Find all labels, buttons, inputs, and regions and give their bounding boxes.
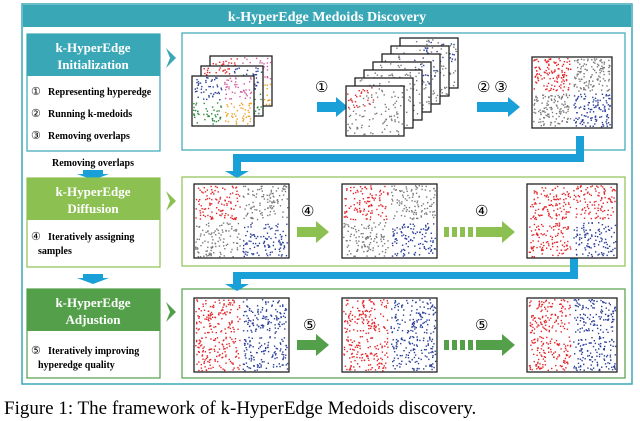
row2-arrow-a bbox=[297, 221, 329, 243]
stage2-title-line1: k-HyperEdge bbox=[55, 184, 130, 199]
outer-frame bbox=[21, 3, 633, 385]
stage1-step3-text: Removing overlaps bbox=[48, 131, 130, 142]
scatter-diffusion-2 bbox=[341, 183, 438, 259]
scatter-panels bbox=[191, 37, 618, 373]
row1-arrow-a bbox=[317, 97, 348, 117]
flow-arrow-1 bbox=[225, 136, 584, 178]
between-label-1: Removing overlaps bbox=[52, 158, 134, 169]
stage2-header bbox=[27, 178, 160, 220]
scatter-diffusion-3 bbox=[526, 183, 618, 259]
down-arrow-2 bbox=[77, 274, 109, 284]
stage3-content-panel bbox=[181, 288, 626, 379]
stage1-content-panel bbox=[181, 32, 626, 151]
down-arrow-1 bbox=[77, 170, 109, 180]
stage3-step1-text: Iteratively improving bbox=[48, 346, 139, 357]
scatter-stack-b-6 bbox=[345, 85, 405, 137]
scatter-adjust-3 bbox=[526, 297, 618, 373]
row2-arrow-b-label: ④ bbox=[475, 204, 488, 220]
stage3-step1-num: ⑤ bbox=[31, 345, 41, 357]
stage1-title-line1: k-HyperEdge bbox=[55, 40, 130, 55]
row3-arrow-a-label: ⑤ bbox=[303, 318, 316, 334]
stage2-step2-text: samples bbox=[38, 246, 72, 257]
stage1-step2-num: ② bbox=[31, 108, 41, 120]
row1-arrow-b bbox=[477, 97, 520, 117]
diagram-title: k-HyperEdge Medoids Discovery bbox=[228, 10, 426, 25]
stage1-step1-num: ① bbox=[31, 86, 41, 98]
scatter-adjust-1 bbox=[193, 297, 290, 373]
stage1-title-line2: Initialization bbox=[57, 57, 129, 72]
stage3-step2-text: hyperedge quality bbox=[38, 360, 115, 371]
stage2-step1-num: ④ bbox=[31, 231, 41, 243]
row1-arrow-a-label: ① bbox=[315, 80, 328, 96]
chevron-stage2 bbox=[166, 191, 176, 211]
row3-arrow-b-label: ⑤ bbox=[475, 318, 488, 334]
title-bar bbox=[23, 5, 631, 27]
stage1-step2-text: Running k-medoids bbox=[48, 109, 132, 120]
stage1-header bbox=[27, 34, 160, 76]
stage3-title-line2: Adjustion bbox=[66, 312, 122, 327]
row2-dashed-arrow bbox=[444, 221, 515, 243]
stage3-title-line1: k-HyperEdge bbox=[55, 295, 130, 310]
row2-arrow-a-label: ④ bbox=[301, 204, 314, 220]
row3-arrow-a bbox=[297, 334, 329, 356]
chevron-stage1 bbox=[166, 48, 176, 68]
flow-arrow-2 bbox=[225, 258, 578, 291]
stage2-step1-text: Iteratively assigning bbox=[48, 232, 134, 243]
chevron-stage3 bbox=[166, 302, 176, 322]
stage2-title-line2: Diffusion bbox=[67, 201, 119, 216]
row1-arrow-b-label: ② ③ bbox=[477, 80, 508, 96]
figure-caption: Figure 1: The framework of k-HyperEdge M… bbox=[4, 398, 476, 419]
scatter-init-result bbox=[531, 56, 613, 129]
scatter-stack-a-front bbox=[191, 75, 255, 127]
scatter-adjust-2 bbox=[341, 297, 438, 373]
stage1-step3-num: ③ bbox=[31, 130, 41, 142]
stage2-content-panel bbox=[181, 176, 626, 267]
scatter-diffusion-1 bbox=[193, 183, 290, 259]
row3-dashed-arrow bbox=[444, 334, 515, 356]
stage3-header bbox=[27, 289, 160, 331]
stage1-step1-text: Representing hyperedge bbox=[48, 87, 152, 98]
